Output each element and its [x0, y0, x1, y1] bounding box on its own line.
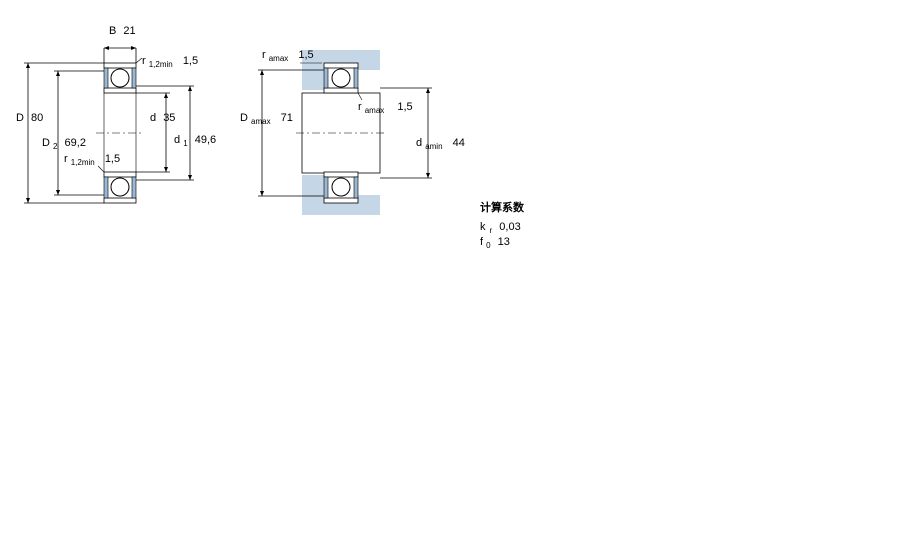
factor-f0-symbol: f: [480, 236, 484, 248]
shaft-shoulder-bottom: [302, 175, 324, 201]
dim-r12-top-value: 1,5: [183, 55, 198, 67]
outer-ring-top: [103, 62, 137, 69]
seal-bottom-right: [131, 176, 137, 199]
dim-Da: D amax 71: [240, 69, 324, 197]
dim-Da-sub: amax: [251, 117, 271, 126]
ab-seal-top-left: [323, 67, 329, 89]
ab-inner-ring-bottom: [323, 171, 359, 178]
dim-D2: D 2 69,2: [42, 70, 104, 196]
ab-ball-bottom: [331, 177, 351, 197]
dim-d-value: 35: [163, 112, 175, 124]
factor-f0: f 0 13: [480, 236, 510, 251]
dim-ra-right-symbol: r: [358, 101, 362, 113]
factor-f0-value: 13: [498, 236, 510, 248]
dim-da-symbol: d: [416, 137, 422, 149]
svg-text:r amax 1,5: r amax 1,5: [262, 49, 314, 64]
svg-text:r 1,2min 1,5: r 1,2min 1,5: [142, 55, 198, 70]
svg-text:r 1,2min 1,5: r 1,2min 1,5: [64, 153, 120, 168]
ab-outer-ring-bottom: [323, 197, 359, 204]
dim-D2-value: 69,2: [65, 137, 86, 149]
inner-ring-bottom: [103, 171, 137, 178]
seal-top-left: [103, 67, 109, 89]
dim-d1: d 1 49,6: [136, 85, 216, 181]
dim-ra-top: r amax 1,5: [262, 49, 322, 64]
calc-factors-title: 计算系数: [480, 200, 525, 214]
dim-D-value: 80: [31, 112, 43, 124]
dim-D-symbol: D: [16, 112, 24, 124]
dim-r12-top-sub: 1,2min: [149, 60, 173, 69]
dim-d: d 35: [136, 92, 175, 173]
dim-ra-top-symbol: r: [262, 49, 266, 61]
dim-d1-symbol: d: [174, 134, 180, 146]
dim-D2-sub: 2: [53, 142, 58, 151]
bearing-cross-section: [96, 62, 144, 204]
svg-text:d 1 49,6: d 1 49,6: [174, 134, 216, 149]
dim-r12-mid-sub: 1,2min: [71, 158, 95, 167]
housing-bottom: [302, 201, 380, 215]
ball-top: [110, 68, 130, 88]
dim-B-symbol: B: [109, 25, 116, 37]
outer-ring-bottom: [103, 197, 137, 204]
housing-top: [302, 50, 380, 64]
svg-text:r amax 1,5: r amax 1,5: [358, 101, 413, 116]
inner-ring-top: [103, 87, 137, 94]
calc-factors: 计算系数 k r 0,03 f 0 13: [480, 200, 525, 251]
dim-ra-top-value: 1,5: [298, 49, 313, 61]
dim-r12-top-symbol: r: [142, 55, 146, 67]
dim-B-value: 21: [123, 25, 135, 37]
svg-text:D 2 69,2: D 2 69,2: [42, 137, 86, 152]
factor-kr-value: 0,03: [499, 221, 520, 233]
dim-D: D 80: [16, 62, 104, 204]
ab-outer-ring-top: [323, 62, 359, 69]
dim-ra-right-value: 1,5: [397, 101, 412, 113]
abutment-drawing: [296, 50, 386, 215]
dim-ra-right-sub: amax: [365, 106, 385, 115]
ab-seal-top-right: [353, 67, 359, 89]
dim-r12-mid-value: 1,5: [105, 153, 120, 165]
factor-kr-sub: r: [490, 226, 493, 235]
dim-ra-right: r amax 1,5: [357, 92, 413, 116]
ab-ball-top: [331, 68, 351, 88]
seal-top-right: [131, 67, 137, 89]
svg-text:D amax 71: D amax 71: [240, 112, 293, 127]
dim-ra-top-sub: amax: [269, 54, 289, 63]
ab-seal-bottom-left: [323, 176, 329, 199]
dim-r12-top: r 1,2min 1,5: [135, 55, 198, 70]
dim-r12-mid-symbol: r: [64, 153, 68, 165]
factor-kr: k r 0,03: [480, 221, 521, 236]
dim-r12-mid: r 1,2min 1,5: [64, 153, 120, 173]
svg-text:d 35: d 35: [150, 112, 175, 124]
ball-bottom: [110, 177, 130, 197]
svg-text:D 80: D 80: [16, 112, 43, 124]
housing-shoulder-top: [358, 64, 380, 70]
dim-d1-sub: 1: [183, 139, 188, 148]
factor-f0-sub: 0: [486, 241, 491, 250]
housing-shoulder-bottom: [358, 195, 380, 201]
svg-text:B 21: B 21: [109, 25, 136, 37]
dim-da: d amin 44: [380, 87, 465, 179]
dim-Da-symbol: D: [240, 112, 248, 124]
dim-B: B 21: [103, 25, 137, 63]
seal-bottom-left: [103, 176, 109, 199]
dim-da-value: 44: [453, 137, 465, 149]
ab-seal-bottom-right: [353, 176, 359, 199]
dim-D2-symbol: D: [42, 137, 50, 149]
dim-d1-value: 49,6: [195, 134, 216, 146]
ab-inner-ring-top: [323, 87, 359, 94]
svg-text:d amin 44: d amin 44: [416, 137, 465, 152]
factor-kr-symbol: k: [480, 221, 486, 233]
dim-Da-value: 71: [281, 112, 293, 124]
dim-da-sub: amin: [425, 142, 442, 151]
shaft-shoulder-top: [302, 64, 324, 90]
dim-d-symbol: d: [150, 112, 156, 124]
